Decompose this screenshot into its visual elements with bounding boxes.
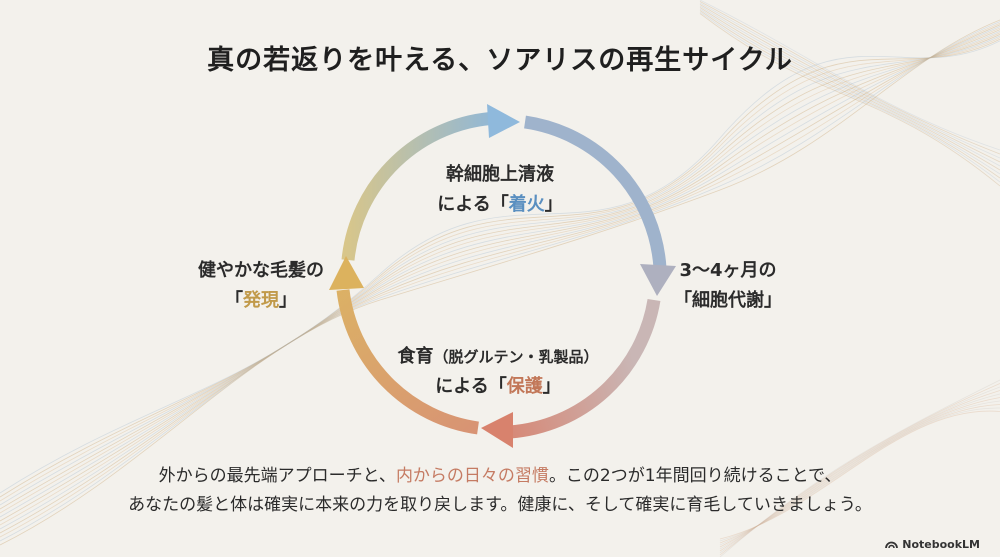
notebooklm-logo: NotebookLM: [885, 538, 980, 551]
cycle-step-expression: 健やかな毛髪の 「発現」: [198, 260, 324, 311]
wave-line: [719, 390, 1000, 552]
cycle-arc-top: [341, 111, 498, 261]
cycle-arc-bottom: [509, 298, 661, 439]
arrow-head-right: [640, 264, 676, 296]
wave-line: [0, 22, 1000, 538]
cycle-step-ignition: 幹細胞上清液 による「着火」: [437, 164, 563, 215]
wave-line: [719, 407, 1000, 542]
wave-line: [0, 29, 1000, 522]
arrow-head-bottom: [481, 412, 513, 448]
wave-line: [699, 1, 1000, 155]
wave-line: [0, 35, 1000, 506]
wave-line: [0, 34, 1000, 510]
wave-line: [0, 40, 1000, 494]
cycle-arc-left: [336, 289, 479, 435]
cycle-arc-right: [524, 115, 667, 269]
wave-line: [719, 383, 1000, 556]
wave-line: [719, 397, 1000, 548]
wave-line: [699, 2, 1000, 159]
wave-line: [719, 410, 1000, 540]
wave-line: [719, 404, 1000, 544]
wave-line: [0, 24, 1000, 534]
wave-line: [699, 4, 1000, 163]
summary-text: 外からの最先端アプローチと、内からの日々の習慣。この2つが1年間回り続けることで…: [128, 466, 872, 515]
wave-line: [699, 11, 1000, 183]
wave-line: [0, 30, 1000, 518]
wave-line: [0, 21, 1000, 542]
wave-line: [699, 10, 1000, 179]
wave-line: [699, 0, 1000, 151]
wave-line: [0, 32, 1000, 514]
page-title: 真の若返りを叶える、ソアリスの再生サイクル: [207, 45, 793, 76]
cycle-step-metabolism: 3〜4ヶ月の 「細胞代謝」: [674, 260, 782, 311]
arrow-head-left: [329, 256, 364, 290]
arrow-head-top: [487, 104, 520, 138]
wave-line: [0, 37, 1000, 502]
wave-line: [719, 386, 1000, 554]
wave-line: [0, 26, 1000, 530]
wave-line: [699, 7, 1000, 171]
wave-line: [0, 27, 1000, 526]
wave-line: [0, 38, 1000, 498]
wave-line: [719, 400, 1000, 546]
cycle-step-protection: 食育（脱グルテン・乳製品） による「保護」: [397, 346, 599, 397]
notebooklm-icon: [885, 541, 899, 549]
wave-line: [719, 379, 1000, 557]
wave-line: [699, 5, 1000, 167]
wave-line: [699, 13, 1000, 187]
wave-line: [0, 19, 1000, 546]
wave-line: [719, 393, 1000, 550]
wave-line: [699, 8, 1000, 175]
